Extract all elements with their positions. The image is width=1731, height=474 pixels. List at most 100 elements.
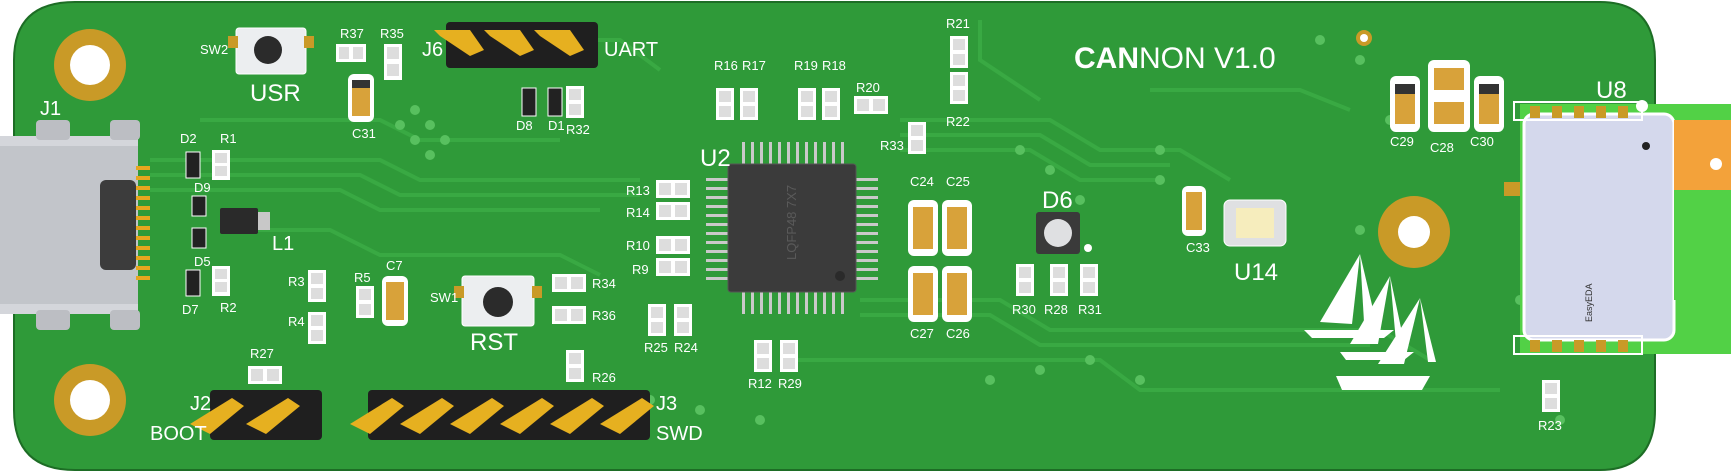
r12-label: R12 <box>748 376 772 391</box>
user-button[interactable] <box>228 27 314 75</box>
d2-label: D2 <box>180 131 197 146</box>
r28-label: R28 <box>1044 302 1068 317</box>
d9-label: D9 <box>194 180 211 195</box>
sw1-label: SW1 <box>430 290 458 305</box>
mid-left-passives <box>308 270 408 344</box>
mcu-package-marking: LQFP48 7X7 <box>784 185 799 260</box>
c25-label: C25 <box>946 174 970 189</box>
r22-label: R22 <box>946 114 970 129</box>
r31-label: R31 <box>1078 302 1102 317</box>
usb-c-connector <box>0 120 150 330</box>
mcu-left-passives <box>648 180 692 336</box>
r4-label: R4 <box>288 314 305 329</box>
rst-label: RST <box>470 329 518 356</box>
c26-label: C26 <box>946 326 970 341</box>
usr-label: USR <box>250 80 301 107</box>
u14-label: U14 <box>1234 259 1278 286</box>
r25-label: R25 <box>644 340 668 355</box>
r34-label: R34 <box>592 276 616 291</box>
c33-label: C33 <box>1186 240 1210 255</box>
j3-label: J3 <box>656 393 677 415</box>
uart-label: UART <box>604 39 658 61</box>
module-marking: EasyEDA <box>1584 283 1594 322</box>
swd-header <box>350 390 654 440</box>
wireless-module <box>1504 101 1731 355</box>
module-caps <box>1390 60 1504 132</box>
r29-label: R29 <box>778 376 802 391</box>
mcu-right-passives <box>908 36 968 154</box>
c28-label: C28 <box>1430 140 1454 155</box>
r18-label: R18 <box>822 58 846 73</box>
j6-label: J6 <box>422 39 443 61</box>
boot-label: BOOT <box>150 423 207 445</box>
r9-label: R9 <box>632 262 649 277</box>
r26-label: R26 <box>592 370 616 385</box>
r36-label: R36 <box>592 308 616 323</box>
d1-label: D1 <box>548 118 565 133</box>
l1-label: L1 <box>272 233 294 255</box>
c31-label: C31 <box>352 126 376 141</box>
sailboat-logo <box>1304 254 1436 390</box>
d5-label: D5 <box>194 254 211 269</box>
status-led <box>1036 212 1092 254</box>
r37-label: R37 <box>340 26 364 41</box>
d8-label: D8 <box>516 118 533 133</box>
r19-label: R19 <box>794 58 818 73</box>
r3-label: R3 <box>288 274 305 289</box>
top-left-passives <box>336 44 402 122</box>
reset-button[interactable] <box>454 275 542 327</box>
r27-part <box>248 366 282 384</box>
d7-label: D7 <box>182 302 199 317</box>
sensor-parts <box>1182 186 1287 247</box>
uart-passives <box>521 86 584 118</box>
r24-label: R24 <box>674 340 698 355</box>
j2-label: J2 <box>190 393 211 415</box>
board-title: CANNON V1.0 <box>1074 42 1276 75</box>
mcu-top-passives <box>716 88 888 120</box>
mcu-chip <box>706 142 878 314</box>
led-resistors <box>1016 264 1098 296</box>
d6-label: D6 <box>1042 187 1073 214</box>
vias <box>395 35 1565 425</box>
uart-header <box>434 22 598 68</box>
r12-r29-parts <box>754 340 798 372</box>
rst-passives <box>552 274 586 382</box>
r10-label: R10 <box>626 238 650 253</box>
u2-label: U2 <box>700 145 731 172</box>
c29-label: C29 <box>1390 134 1414 149</box>
u8-pin1-dot <box>1636 100 1648 112</box>
c27-label: C27 <box>910 326 934 341</box>
sw2-label: SW2 <box>200 42 228 57</box>
r30-label: R30 <box>1012 302 1036 317</box>
r5-label: R5 <box>354 270 371 285</box>
boot-header <box>190 390 322 440</box>
mounting-hole-bottom-left <box>54 364 126 436</box>
r14-label: R14 <box>626 205 650 220</box>
r1-label: R1 <box>220 131 237 146</box>
r13-label: R13 <box>626 183 650 198</box>
mounting-hole-small <box>1356 30 1372 46</box>
copper-traces <box>150 20 1500 392</box>
mounting-hole-right <box>1378 196 1450 268</box>
r2-label: R2 <box>220 300 237 315</box>
r33-label: R33 <box>880 138 904 153</box>
j1-label: J1 <box>40 98 61 120</box>
r27-label: R27 <box>250 346 274 361</box>
r17-label: R17 <box>742 58 766 73</box>
r23-part <box>1542 380 1560 412</box>
r16-label: R16 <box>714 58 738 73</box>
r20-label: R20 <box>856 80 880 95</box>
swd-label: SWD <box>656 423 703 445</box>
u8-label: U8 <box>1596 77 1627 104</box>
r23-label: R23 <box>1538 418 1562 433</box>
mounting-hole-top-left <box>54 29 126 101</box>
decoupling-caps <box>908 200 972 322</box>
c7-label: C7 <box>386 258 403 273</box>
r21-label: R21 <box>946 16 970 31</box>
c24-label: C24 <box>910 174 934 189</box>
left-passives <box>185 150 270 297</box>
r35-label: R35 <box>380 26 404 41</box>
c30-label: C30 <box>1470 134 1494 149</box>
r32-label: R32 <box>566 122 590 137</box>
